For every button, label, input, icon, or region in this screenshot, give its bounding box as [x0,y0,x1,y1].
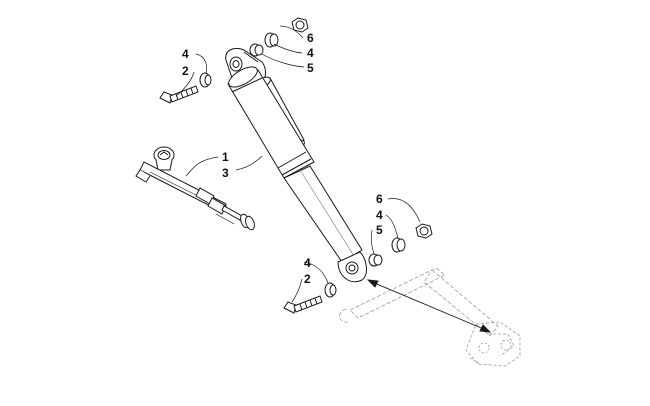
leader-lines [175,25,421,303]
upper-washer [264,32,279,48]
callout-bottom-a: 4 [304,256,311,270]
callout-mid-right-c: 5 [376,223,383,237]
callout-shock-b: 3 [222,166,229,180]
upper-bushing [199,72,212,88]
lower-bushing [324,282,337,298]
callout-top-left-b: 2 [182,64,189,78]
upper-bolt [159,85,199,104]
callout-mid-right-a: 6 [376,192,383,206]
lower-washer [391,237,406,253]
remote-gauge-assembly [135,146,255,231]
a-arm-frame [339,267,521,367]
callout-top-right-c: 5 [307,61,314,75]
callout-labels: 6 4 5 4 2 1 3 6 4 5 4 2 [182,31,383,286]
shock-absorber [225,47,367,283]
callout-shock-a: 1 [222,150,229,164]
callout-top-right-a: 6 [307,31,314,45]
callout-bottom-b: 2 [304,272,311,286]
upper-spacer [249,43,264,57]
mounting-arrow [366,279,492,333]
lower-bolt [283,295,323,314]
callout-mid-right-b: 4 [376,208,383,222]
callout-top-right-b: 4 [307,46,314,60]
callout-top-left-a: 4 [182,47,189,61]
lower-spacer [368,253,383,267]
lower-nut [415,223,433,239]
